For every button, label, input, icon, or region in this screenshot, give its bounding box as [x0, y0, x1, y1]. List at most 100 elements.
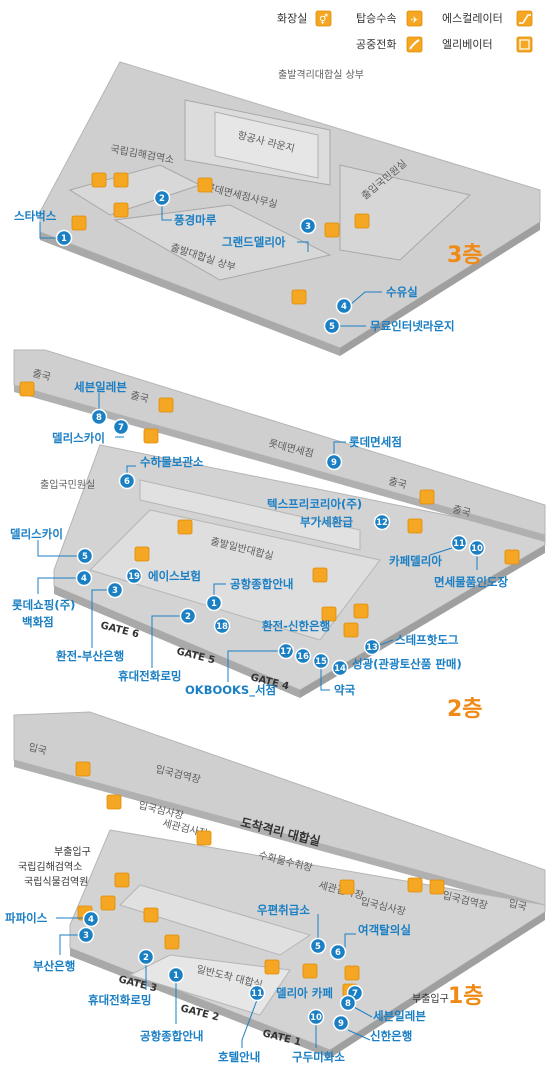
facility-airport-info-1f[interactable]: 1 공항종합안내	[140, 966, 203, 1044]
facility-ace-insurance[interactable]: 19 에이스보험	[125, 567, 201, 585]
facility-exchange-busan-bank[interactable]: 3 환전-부산은행	[56, 581, 124, 664]
svg-text:1: 1	[61, 234, 67, 244]
svg-text:엘리베이터: 엘리베이터	[442, 38, 493, 51]
restroom-icon	[106, 794, 122, 810]
facility-busan-bank[interactable]: 3 부산은행	[33, 926, 95, 974]
floor-label-3: 3층	[447, 243, 483, 268]
restroom-icon	[354, 213, 370, 229]
svg-text:휴대전화로밍: 휴대전화로밍	[88, 993, 151, 1007]
facility-lotte-shopping[interactable]: 4 롯데쇼핑(주) 백화점	[12, 569, 93, 630]
facility-exchange-shinhan-bank[interactable]: 18 환전-신한은행	[213, 617, 331, 635]
svg-text:델리스카이: 델리스카이	[52, 431, 105, 445]
floor-label-2: 2층	[447, 697, 483, 722]
phone-icon	[302, 963, 318, 979]
restroom-icon	[353, 603, 369, 619]
restroom-icon	[143, 428, 159, 444]
legend-restroom: 화장실 ⚥	[277, 10, 332, 27]
facility-shinhan-bank[interactable]: 9 신한은행	[332, 1014, 413, 1044]
legend-elevator: 엘리베이터	[442, 36, 533, 53]
facility-seven-eleven-2f[interactable]: 8 세븐일레븐	[74, 380, 127, 426]
phone-icon	[343, 622, 359, 638]
facility-post-office[interactable]: 5 우편취급소	[257, 903, 327, 955]
svg-text:14: 14	[334, 664, 346, 674]
facility-deli-sky-a[interactable]: 7 델리스카이	[52, 418, 130, 446]
phone-icon	[429, 879, 445, 895]
svg-text:18: 18	[216, 622, 228, 632]
floor-1: 입국 입국검역장 도착격리 대합실 입국심사장 세관검사장 수화물수취장 세관검…	[5, 711, 546, 1065]
svg-text:8: 8	[96, 413, 102, 423]
facility-tax-free-korea[interactable]: 12 텍스프리코리아(주) 부가세환급	[267, 497, 391, 531]
svg-text:4: 4	[88, 915, 94, 925]
svg-text:4: 4	[81, 574, 87, 584]
restroom-icon	[315, 10, 332, 27]
facility-cafe-delia[interactable]: 11 카페델리아	[389, 534, 468, 569]
facility-seven-eleven-1f[interactable]: 8 세븐일레븐	[339, 994, 427, 1024]
facility-grand-delia[interactable]: 3 그랜드델리아	[222, 217, 317, 253]
room-departure-1: 출국	[31, 367, 52, 383]
floor-2: 출국 출국 출국 출국 롯데면세점 출입국민원실 출발일반대합실 GATE 6 …	[10, 349, 546, 722]
facility-duty-free-pickup[interactable]: 10 면세물품인도장	[434, 539, 508, 590]
svg-text:텍스프리코리아(주): 텍스프리코리아(주)	[267, 497, 362, 511]
svg-text:탑승수속: 탑승수속	[356, 12, 396, 25]
svg-text:신한은행: 신한은행	[370, 1029, 412, 1043]
restroom-icon	[344, 965, 360, 981]
escalator-icon	[113, 202, 129, 218]
svg-text:2: 2	[185, 612, 191, 622]
restroom-icon	[339, 879, 355, 895]
facility-shoe-shine[interactable]: 10 구두미화소	[292, 1008, 345, 1065]
legend-checkin: 탑승수속 ✈	[356, 10, 423, 27]
svg-text:세븐일레븐: 세븐일레븐	[74, 380, 127, 394]
svg-text:부산은행: 부산은행	[33, 959, 75, 973]
facility-nursing-room[interactable]: 4 수유실	[335, 285, 418, 315]
svg-text:11: 11	[251, 989, 263, 999]
facility-marker-16[interactable]: 16	[294, 647, 312, 665]
escalator-icon	[75, 761, 91, 777]
facility-seonggwang-souvenirs[interactable]: 14 성광(관광토산품 판매)	[331, 657, 462, 677]
facility-hotel-info[interactable]: 11 호텔안내	[218, 984, 266, 1065]
room-plant-quarantine: 국립식물검역원	[24, 875, 88, 888]
facility-mobile-roaming-2f[interactable]: 2 휴대전화로밍	[118, 607, 197, 684]
elevator-icon	[114, 872, 130, 888]
svg-text:17: 17	[280, 647, 292, 657]
svg-text:✈: ✈	[411, 16, 419, 26]
svg-text:면세물품인도장: 면세물품인도장	[434, 575, 508, 589]
facility-starbucks[interactable]: 1 스타벅스	[14, 209, 73, 247]
restroom-icon	[504, 549, 520, 565]
svg-text:부가세환급: 부가세환급	[300, 515, 353, 529]
floor-label-1: 1층	[448, 984, 484, 1009]
check-in-icon	[312, 567, 328, 583]
check-in-icon	[71, 215, 87, 231]
escalator-icon	[407, 877, 423, 893]
restaurant-icon	[197, 177, 213, 193]
svg-text:델리스카이: 델리스카이	[10, 527, 63, 541]
facility-changing-room[interactable]: 6 여객탈의실	[329, 923, 411, 961]
svg-text:화장실: 화장실	[277, 12, 307, 25]
restroom-icon	[100, 895, 116, 911]
facility-popeyes[interactable]: 4 파파이스	[5, 910, 100, 928]
svg-text:에스컬레이터: 에스컬레이터	[442, 12, 503, 25]
facility-mobile-roaming-1f[interactable]: 2 휴대전화로밍	[88, 948, 155, 1008]
facility-airport-info-2f[interactable]: 1 공항종합안내	[205, 577, 294, 612]
check-in-icon	[177, 519, 193, 535]
facility-free-internet-lounge[interactable]: 5 무료인터넷라운지	[323, 317, 455, 335]
svg-text:15: 15	[315, 657, 327, 667]
room-departure-2: 출국	[129, 389, 150, 405]
svg-text:호텔안내: 호텔안내	[218, 1050, 260, 1064]
facility-stephe-hotdog[interactable]: 13 스테프핫도그	[363, 633, 459, 656]
svg-text:5: 5	[315, 942, 321, 952]
facility-okbooks[interactable]: 17 OKBOOKS_서점	[185, 642, 295, 699]
restroom-icon	[19, 381, 35, 397]
escalator-icon	[264, 959, 280, 975]
facility-punggyeongmaru[interactable]: 2 풍경마루	[153, 189, 217, 228]
facility-pharmacy[interactable]: 15 약국	[312, 652, 356, 698]
svg-text:환전-부산은행: 환전-부산은행	[56, 649, 124, 663]
facility-deli-sky-b[interactable]: 5 델리스카이	[10, 527, 94, 565]
room-departure-lounge-upper: 출발격리대합실 상부	[278, 68, 364, 81]
facility-lotte-duty-free[interactable]: 9 롯데면세점	[325, 435, 402, 471]
check-in-icon	[406, 10, 423, 27]
svg-text:⚥: ⚥	[319, 14, 328, 26]
svg-text:3: 3	[83, 931, 89, 941]
svg-text:공중전화: 공중전화	[356, 38, 396, 51]
facility-baggage-storage[interactable]: 6 수하물보관소	[118, 455, 204, 490]
